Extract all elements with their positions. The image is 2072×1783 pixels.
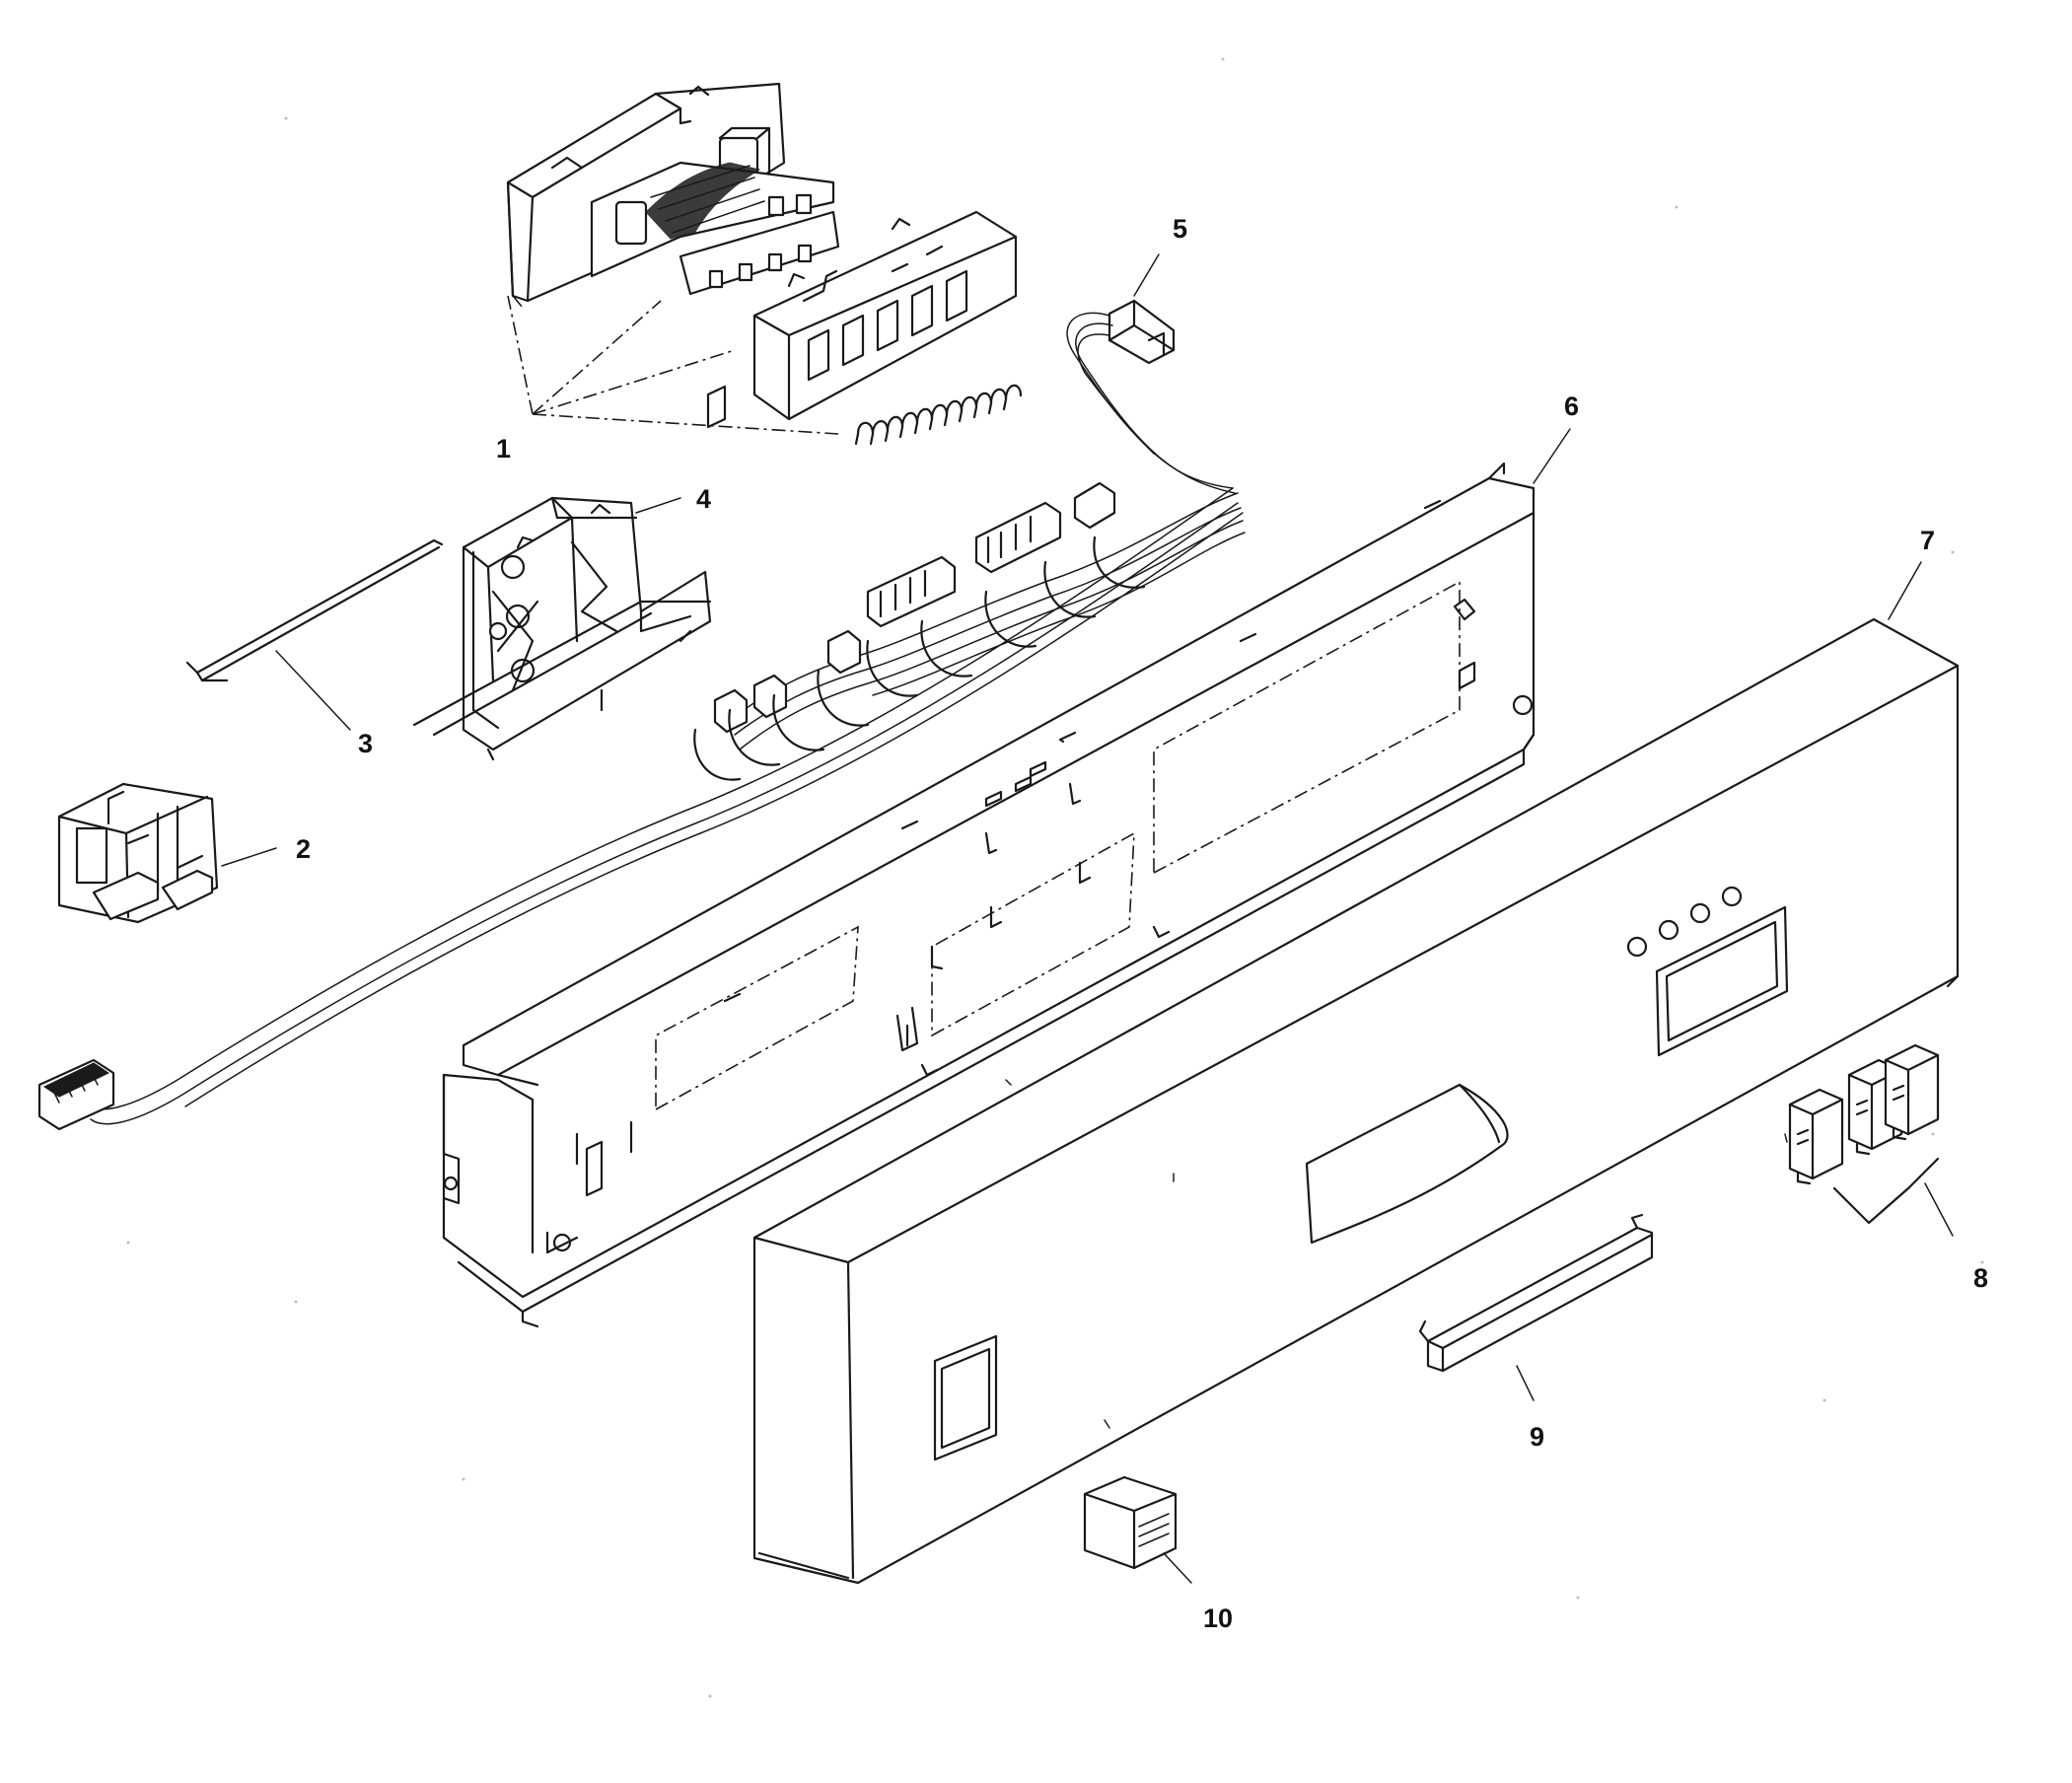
part-4-latch-assembly [412, 496, 712, 761]
callout-leaders [221, 253, 1954, 1584]
wiring-harness [37, 481, 1246, 1131]
part-8-push-buttons [1788, 1043, 1940, 1225]
part-9-handle-trim [1418, 1213, 1654, 1373]
callout-label-6: 6 [1564, 392, 1579, 421]
callout-label-4: 4 [696, 484, 711, 514]
part-3-wire-rod [185, 538, 444, 682]
part-10-lens-block [1083, 1475, 1178, 1570]
part-6-inner-panel-frame [442, 462, 1536, 1328]
part-2-door-switch [57, 782, 219, 924]
callout-label-1: 1 [496, 434, 511, 464]
callout-label-5: 5 [1173, 214, 1187, 244]
callout-labels: 1 2 3 4 5 6 7 8 9 10 [296, 214, 1988, 1633]
part-1-control-module [506, 82, 1023, 446]
scan-speckles [126, 57, 1984, 1698]
callout-label-10: 10 [1203, 1604, 1233, 1633]
part-5-connector-harness [1066, 299, 1236, 494]
callout-label-7: 7 [1920, 526, 1935, 555]
callout-label-9: 9 [1530, 1422, 1544, 1452]
callout-label-8: 8 [1973, 1263, 1988, 1293]
callout-label-3: 3 [358, 729, 373, 758]
part-7-outer-panel-fascia [752, 617, 1960, 1585]
callout-label-2: 2 [296, 834, 311, 864]
